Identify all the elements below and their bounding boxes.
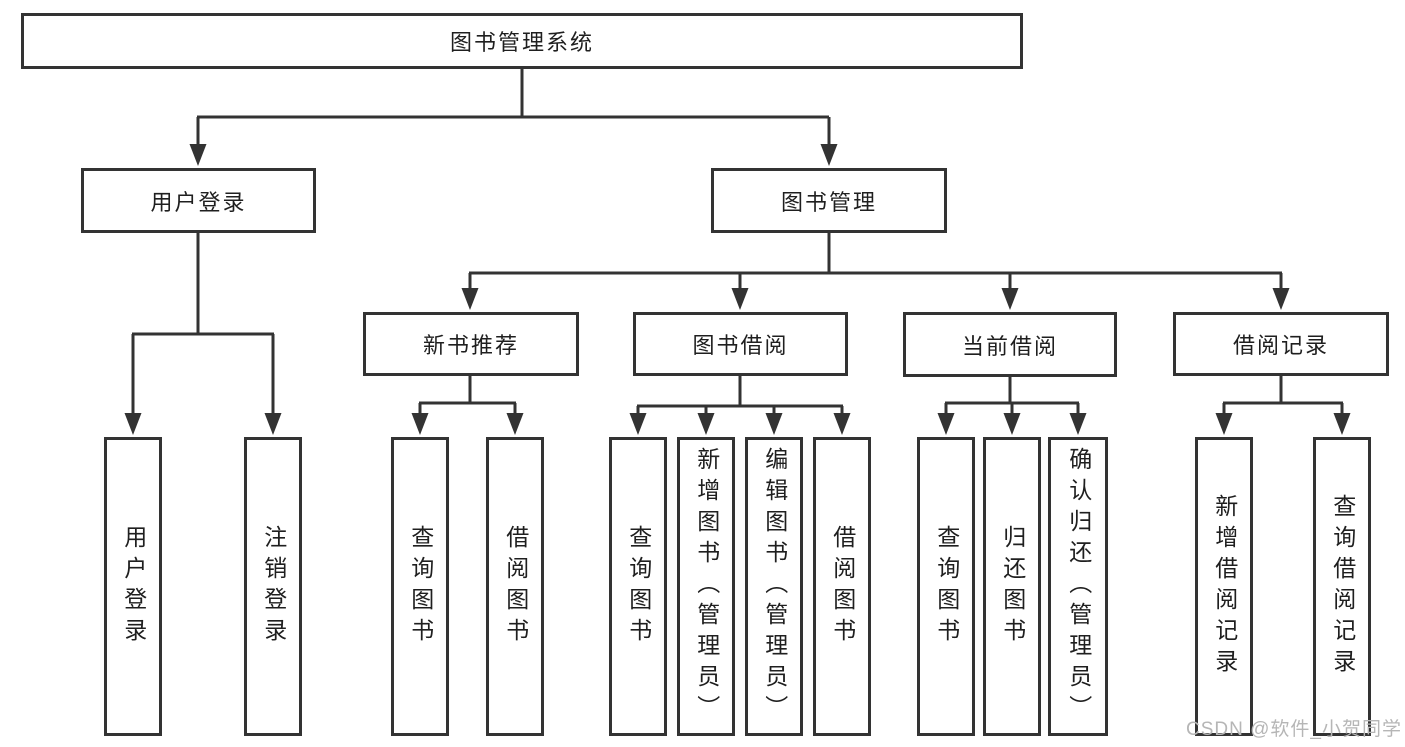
arrowhead xyxy=(1272,288,1290,310)
arrowhead xyxy=(411,413,429,435)
arrowhead xyxy=(937,413,955,435)
node-book-borrow-label: 图书借阅 xyxy=(692,333,789,358)
node-new-book-recommend-label: 新书推荐 xyxy=(422,333,519,358)
leaf-current-query-books-label: 查询图书 xyxy=(933,524,960,649)
arrowhead xyxy=(1215,413,1233,435)
arrowhead xyxy=(1333,413,1351,435)
leaf-borrow-query-books: 查询图书 xyxy=(609,437,667,736)
leaf-confirm-return-admin-label: 确认归还（管理员） xyxy=(1065,447,1092,726)
node-book-management: 图书管理 xyxy=(711,168,947,233)
node-system: 图书管理系统 xyxy=(21,13,1023,69)
leaf-current-query-books: 查询图书 xyxy=(917,437,975,736)
leaf-recommend-borrow-books-label: 借阅图书 xyxy=(502,524,529,649)
node-current-borrow: 当前借阅 xyxy=(903,312,1117,377)
leaf-add-borrow-record: 新增借阅记录 xyxy=(1195,437,1253,736)
connector-borrow-records-branch xyxy=(1222,375,1344,417)
arrowhead xyxy=(629,413,647,435)
connector-user-login-branch xyxy=(131,232,275,417)
leaf-recommend-query-books: 查询图书 xyxy=(391,437,449,736)
node-new-book-recommend: 新书推荐 xyxy=(363,312,579,376)
leaf-user-login-label: 用户登录 xyxy=(120,524,147,649)
connector-current-borrow-branch xyxy=(944,376,1080,417)
arrowhead xyxy=(697,413,715,435)
leaf-query-borrow-record-label: 查询借阅记录 xyxy=(1329,493,1356,680)
leaf-logout: 注销登录 xyxy=(244,437,302,736)
arrowhead xyxy=(765,413,783,435)
node-user-login: 用户登录 xyxy=(81,168,316,233)
connector-book-borrow-branch xyxy=(636,375,844,417)
leaf-add-books-admin: 新增图书（管理员） xyxy=(677,437,735,736)
arrowheads xyxy=(124,144,1351,435)
node-book-management-label: 图书管理 xyxy=(780,189,877,215)
leaf-borrow-books-label: 借阅图书 xyxy=(829,524,856,649)
leaf-recommend-borrow-books: 借阅图书 xyxy=(486,437,544,736)
connector-new-book-recommend-branch xyxy=(418,375,517,417)
connector-book-management-branch xyxy=(468,232,1283,292)
arrowhead xyxy=(124,413,142,435)
node-borrow-records-label: 借阅记录 xyxy=(1232,333,1329,358)
arrowhead xyxy=(1069,413,1087,435)
csdn-watermark: CSDN @软件_小贺同学 xyxy=(1186,719,1402,740)
leaf-user-login: 用户登录 xyxy=(104,437,162,736)
arrowhead xyxy=(731,288,749,310)
arrowhead xyxy=(264,413,282,435)
leaf-borrow-books: 借阅图书 xyxy=(813,437,871,736)
leaf-add-books-admin-label: 新增图书（管理员） xyxy=(693,447,720,726)
node-current-borrow-label: 当前借阅 xyxy=(961,333,1058,359)
leaf-return-books-label: 归还图书 xyxy=(999,524,1026,649)
connector-root-to-level2 xyxy=(196,69,831,148)
leaf-logout-label: 注销登录 xyxy=(260,524,287,649)
leaf-recommend-query-books-label: 查询图书 xyxy=(407,524,434,649)
node-user-login-label: 用户登录 xyxy=(150,189,247,215)
arrowhead xyxy=(189,144,207,166)
arrowhead xyxy=(506,413,524,435)
arrowhead xyxy=(461,288,479,310)
arrowhead xyxy=(1001,288,1019,310)
node-system-label: 图书管理系统 xyxy=(449,30,594,55)
node-borrow-records: 借阅记录 xyxy=(1173,312,1389,376)
leaf-add-borrow-record-label: 新增借阅记录 xyxy=(1211,493,1238,680)
leaf-return-books: 归还图书 xyxy=(983,437,1041,736)
leaf-query-borrow-record: 查询借阅记录 xyxy=(1313,437,1371,736)
arrowhead xyxy=(820,144,838,166)
leaf-edit-books-admin: 编辑图书（管理员） xyxy=(745,437,803,736)
leaf-confirm-return-admin: 确认归还（管理员） xyxy=(1048,437,1108,736)
arrowhead xyxy=(1003,413,1021,435)
leaf-borrow-query-books-label: 查询图书 xyxy=(625,524,652,649)
leaf-edit-books-admin-label: 编辑图书（管理员） xyxy=(761,447,788,726)
node-book-borrow: 图书借阅 xyxy=(633,312,848,376)
arrowhead xyxy=(833,413,851,435)
